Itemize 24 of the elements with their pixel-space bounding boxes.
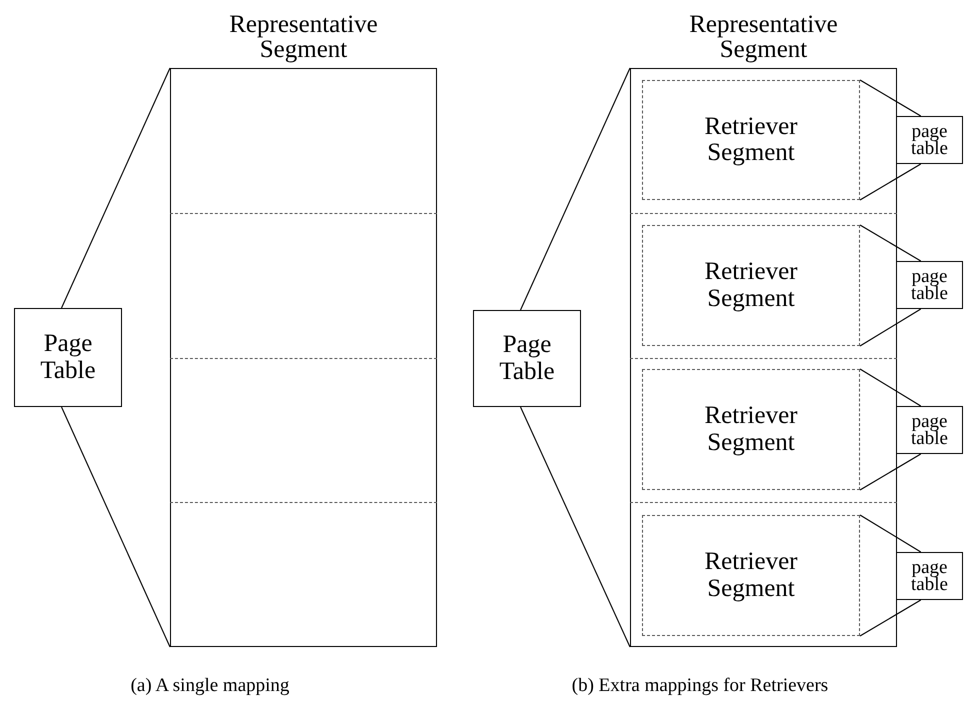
figure-caption: (a) A single mapping xyxy=(130,675,290,697)
segment-heading: Representative Segment xyxy=(688,12,839,62)
retriever-segment-box: Retriever Segment xyxy=(642,80,860,200)
connector-line xyxy=(860,224,922,262)
page-table-box: page table xyxy=(896,116,963,164)
connector-line xyxy=(860,164,922,200)
page-table-box: page table xyxy=(896,552,963,600)
retriever-segment-box: Retriever Segment xyxy=(642,225,860,346)
connector-line xyxy=(61,406,170,648)
connector-line xyxy=(61,68,170,308)
page-table-box: page table xyxy=(896,261,963,309)
connector-line xyxy=(860,454,922,490)
connector-line xyxy=(520,68,630,310)
figure-caption: (b) Extra mappings for Retrievers xyxy=(570,675,830,697)
page-table-box: Page Table xyxy=(473,310,581,407)
segment-heading: Representative Segment xyxy=(228,12,379,62)
page-table-box: Page Table xyxy=(14,308,122,407)
connector-line xyxy=(860,368,922,406)
retriever-segment-box: Retriever Segment xyxy=(642,369,860,490)
connector-line xyxy=(520,406,630,648)
retriever-segment-box: Retriever Segment xyxy=(642,515,860,636)
connector-line xyxy=(860,308,922,346)
connector-line xyxy=(860,514,922,552)
page-table-box: page table xyxy=(896,406,963,454)
